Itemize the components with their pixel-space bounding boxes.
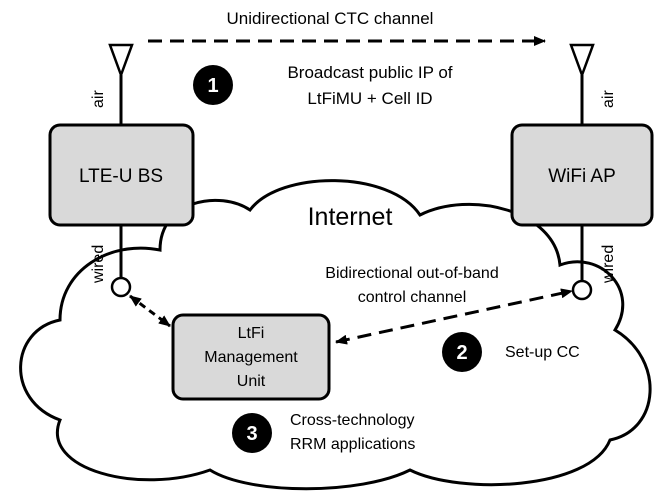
lte-connection-node [110, 276, 132, 298]
oob-channel-line2: control channel [358, 289, 467, 306]
internet-label: Internet [308, 203, 393, 231]
step1-badge [193, 65, 233, 105]
oob-channel-line1: Bidirectional out-of-band [325, 265, 498, 282]
mgmt-unit-line1: LtFi [238, 325, 265, 342]
step3-text-line2: RRM applications [290, 436, 415, 453]
lte-wired-label: wired [90, 245, 107, 284]
step1-number: 1 [207, 75, 218, 97]
step2-number: 2 [456, 342, 467, 364]
wifi-wired-label: wired [600, 245, 617, 284]
wifi-air-label: air [600, 90, 617, 108]
mgmt-unit-line3: Unit [237, 373, 266, 390]
wifi-connection-node [571, 279, 593, 301]
lte-to-mgmt-arrow [129, 294, 171, 328]
step2-badge [442, 332, 482, 372]
lte-air-label: air [90, 90, 107, 108]
lte-u-bs-label: LTE-U BS [79, 166, 163, 187]
lte-antenna-icon [108, 43, 134, 125]
mgmt-unit-line2: Management [204, 349, 298, 366]
mgmt-unit-box [171, 313, 331, 401]
step1-text-line1: Broadcast public IP of [287, 63, 452, 82]
ctc-channel-label: Unidirectional CTC channel [227, 9, 434, 28]
wifi-antenna-icon [569, 43, 595, 125]
step3-text-line1: Cross-technology [290, 412, 415, 429]
step1-text-line2: LtFiMU + Cell ID [307, 89, 432, 108]
wifi-ap-label: WiFi AP [548, 166, 616, 187]
mgmt-to-wifi-arrow [335, 288, 573, 345]
step3-number: 3 [246, 423, 257, 445]
step3-badge [232, 413, 272, 453]
step2-label: Set-up CC [505, 344, 580, 361]
